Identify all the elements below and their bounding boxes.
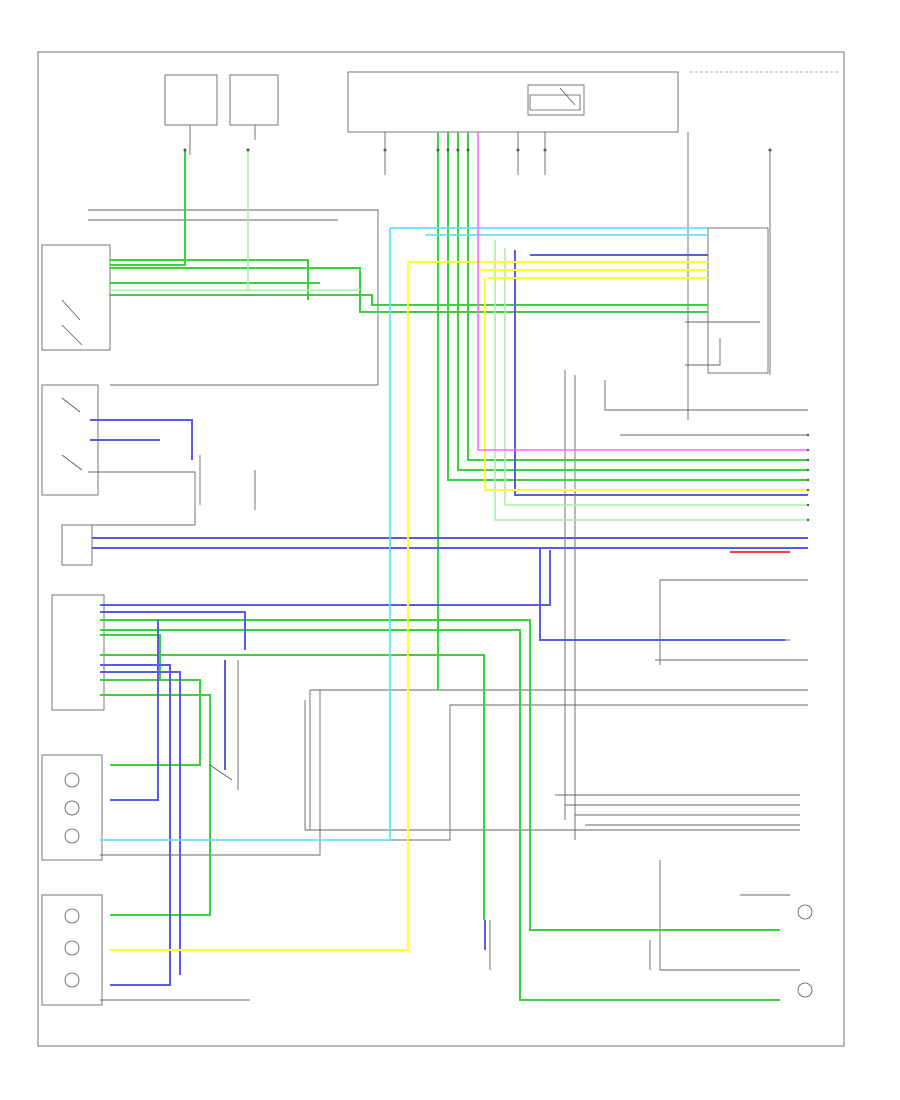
diagram-frame [37, 51, 845, 1047]
instrument-panel-box [51, 594, 105, 711]
fuse-block-left [164, 74, 218, 126]
rear-combo-lamp-right-box [41, 754, 103, 861]
fuse-block-mid [229, 74, 279, 126]
black-wires [88, 125, 808, 1001]
cyan-wires [100, 227, 708, 841]
light-green-wires [110, 150, 808, 521]
connector-box [61, 524, 93, 566]
terminal-dots [183, 148, 810, 522]
lamp-symbols [64, 772, 813, 998]
relay-coil [527, 84, 585, 116]
switch-symbols [61, 87, 581, 781]
blue-wires [90, 250, 808, 986]
rear-combo-lamp-left-box [41, 894, 103, 1006]
left-switch-box [41, 244, 111, 351]
magenta-wires [477, 132, 808, 451]
yellow-wires [110, 261, 808, 951]
main-ecu [707, 227, 769, 374]
relay-block [347, 71, 679, 133]
green-wires [100, 132, 808, 1001]
stop-switch-box [41, 384, 99, 496]
